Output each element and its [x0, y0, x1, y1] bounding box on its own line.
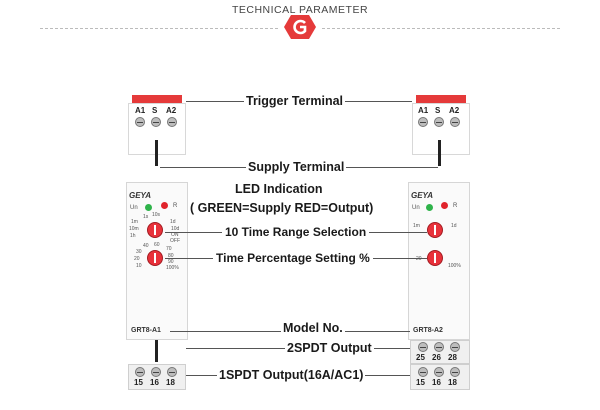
left-pct-label: 10: [136, 263, 142, 269]
right-scale-label: 1m: [413, 223, 420, 229]
left-scale-label: 1h: [130, 233, 136, 239]
left-brand-label: GEYA: [129, 191, 152, 200]
header-title: TECHNICAL PARAMETER: [231, 4, 369, 16]
left-terminal-s-label: S: [152, 106, 158, 115]
left-scale-label: 10d: [171, 226, 180, 232]
right-top-slot: [438, 140, 441, 166]
left-terminal-a1-label: A1: [135, 106, 146, 115]
right-pct-label: 100%: [448, 263, 461, 269]
left-terminal-a2-label: A2: [166, 106, 177, 115]
left-pct-label: 100%: [166, 265, 179, 271]
right-scale-label: 1d: [451, 223, 457, 229]
right-screw-s[interactable]: [434, 117, 444, 127]
right-terminal-16-label: 16: [432, 378, 441, 387]
left-screw-16[interactable]: [151, 367, 161, 377]
model-no-label: Model No.: [281, 321, 345, 335]
right-terminal-26-label: 26: [432, 353, 441, 362]
trigger-terminal-label: Trigger Terminal: [244, 94, 346, 108]
right-green-led: [426, 204, 433, 211]
supply-terminal-label: Supply Terminal: [246, 160, 347, 174]
led-indication-detail: ( GREEN=Supply RED=Output): [190, 201, 374, 215]
left-screw-a1[interactable]: [135, 117, 145, 127]
left-bottom-slot: [155, 340, 158, 362]
right-led-r-label: R: [453, 203, 458, 209]
right-terminal-18-label: 18: [448, 378, 457, 387]
right-top-red-cap: [416, 95, 466, 103]
left-screw-a2[interactable]: [167, 117, 177, 127]
left-scale-label: 1d: [170, 219, 176, 225]
right-led-un-label: Un: [412, 205, 420, 211]
right-time-range-knob[interactable]: [427, 222, 443, 238]
2spdt-output-label: 2SPDT Output: [285, 341, 374, 355]
left-green-led: [145, 204, 152, 211]
right-screw-25[interactable]: [418, 342, 428, 352]
left-scale-label: 10s: [152, 212, 161, 218]
left-pct-label: 80: [168, 253, 174, 259]
1spdt-output-label: 1SPDT Output(16A/AC1): [217, 368, 366, 382]
led-indication-label: LED Indication: [235, 182, 323, 196]
left-terminal-18-label: 18: [166, 378, 175, 387]
right-screw-a1[interactable]: [418, 117, 428, 127]
left-screw-15[interactable]: [135, 367, 145, 377]
right-screw-28[interactable]: [450, 342, 460, 352]
right-pct-label: 20: [416, 256, 422, 262]
left-scale-label: ON: [171, 232, 179, 238]
left-time-range-knob[interactable]: [147, 222, 163, 238]
left-scale-label: 1s: [143, 214, 149, 220]
right-brand-label: GEYA: [411, 191, 434, 200]
left-pct-label: 40: [143, 243, 149, 249]
right-screw-a2[interactable]: [450, 117, 460, 127]
left-pct-label: 60: [154, 242, 160, 248]
time-percentage-label: Time Percentage Setting %: [213, 251, 373, 265]
left-screw-18[interactable]: [167, 367, 177, 377]
left-pct-label: 90: [168, 259, 174, 265]
right-terminal-a2-label: A2: [449, 106, 460, 115]
right-model-label: GRT8-A2: [413, 327, 443, 334]
left-led-un-label: Un: [130, 205, 138, 211]
right-screw-16[interactable]: [434, 367, 444, 377]
right-terminal-a1-label: A1: [418, 106, 429, 115]
left-top-slot: [155, 140, 158, 166]
right-terminal-28-label: 28: [448, 353, 457, 362]
left-led-r-label: R: [173, 203, 178, 209]
header-divider-left: [40, 28, 278, 29]
left-terminal-15-label: 15: [134, 378, 143, 387]
left-red-led: [161, 202, 168, 209]
right-screw-15[interactable]: [418, 367, 428, 377]
left-time-percentage-knob[interactable]: [147, 250, 163, 266]
left-terminal-16-label: 16: [150, 378, 159, 387]
left-pct-label: 20: [134, 256, 140, 262]
left-screw-s[interactable]: [151, 117, 161, 127]
left-scale-label: OFF: [170, 238, 180, 244]
right-relay-top-block: [412, 103, 470, 155]
header-divider-right: [322, 28, 560, 29]
left-top-red-cap: [132, 95, 182, 103]
time-range-label: 10 Time Range Selection: [222, 225, 370, 239]
right-terminal-15-label: 15: [416, 378, 425, 387]
left-scale-label: 1m: [131, 219, 138, 225]
right-time-percentage-knob[interactable]: [427, 250, 443, 266]
geya-logo-icon: [284, 15, 316, 39]
left-scale-label: 10m: [129, 226, 139, 232]
left-pct-label: 70: [166, 246, 172, 252]
right-terminal-25-label: 25: [416, 353, 425, 362]
right-terminal-s-label: S: [435, 106, 441, 115]
right-screw-18[interactable]: [450, 367, 460, 377]
right-screw-26[interactable]: [434, 342, 444, 352]
right-red-led: [441, 202, 448, 209]
left-pct-label: 30: [136, 249, 142, 255]
left-model-label: GRT8-A1: [131, 327, 161, 334]
